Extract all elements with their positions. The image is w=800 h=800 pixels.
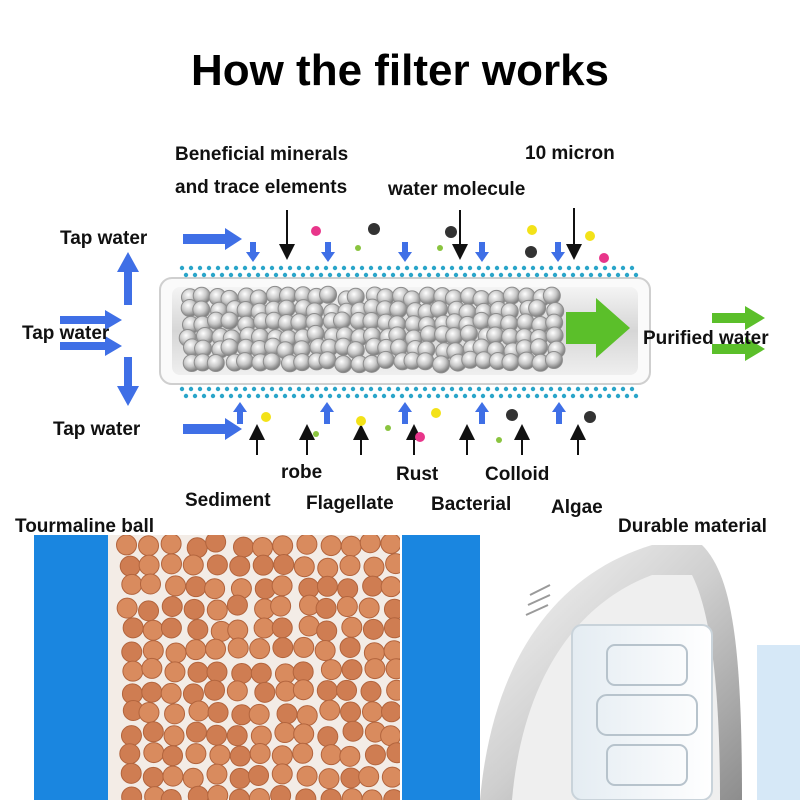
label-flagellate: Flagellate [306,493,394,514]
label-robe: robe [281,462,323,483]
purified-flow-arrow [566,298,630,358]
right-arrow-icon [60,336,122,356]
up-arrow-icon [398,402,412,424]
down-arrow-icon [117,357,139,406]
label-tap-water-top: Tap water [60,228,148,249]
label-trace-elements: and trace elements [175,177,348,198]
up-arrow-icon [552,402,566,424]
particle-dot-icon [261,223,609,443]
right-arrow-icon [60,310,122,330]
tourmaline-ball-photo [34,535,400,800]
up-arrow-icon [233,402,247,424]
label-tap-water-bottom: Tap water [53,419,141,440]
top-membrane-dots [179,265,639,278]
label-beneficial-minerals: Beneficial minerals [175,144,349,165]
label-10-micron: 10 micron [525,143,615,164]
label-purified-water: Purified water [643,328,769,349]
right-arrow-icon [712,306,765,330]
label-durable-material: Durable material [618,516,767,537]
pointer-lines [249,208,586,455]
filter-cartridge-icon [159,277,651,385]
label-algae: Algae [551,497,603,518]
down-arrow-icon [551,242,565,262]
label-water-molecule: water molecule [388,179,526,200]
label-rust: Rust [396,464,439,485]
bottom-membrane-dots [179,386,639,399]
down-arrow-icon [398,242,412,262]
purified-output-arrows [712,306,765,361]
up-arrow-icon [475,402,489,424]
label-bacterial: Bacterial [431,494,512,515]
down-arrow-icon [475,242,489,262]
durable-material-photo [402,535,800,800]
label-sediment: Sediment [185,490,271,511]
up-arrow-icon [320,402,334,424]
page-title: How the filter works [190,46,610,95]
tap-water-arrows [60,228,566,440]
down-arrow-icon [246,242,260,262]
filter-diagram [60,208,765,455]
label-colloid: Colloid [485,464,550,485]
up-arrow-icon [117,252,139,305]
label-tap-water-middle: Tap water [22,323,110,344]
right-arrow-icon [183,228,242,250]
label-tourmaline-ball: Tourmaline ball [15,516,155,537]
right-arrow-icon [712,337,765,361]
right-arrow-icon [183,418,242,440]
down-arrow-icon [321,242,335,262]
filter-media-balls [178,285,566,374]
